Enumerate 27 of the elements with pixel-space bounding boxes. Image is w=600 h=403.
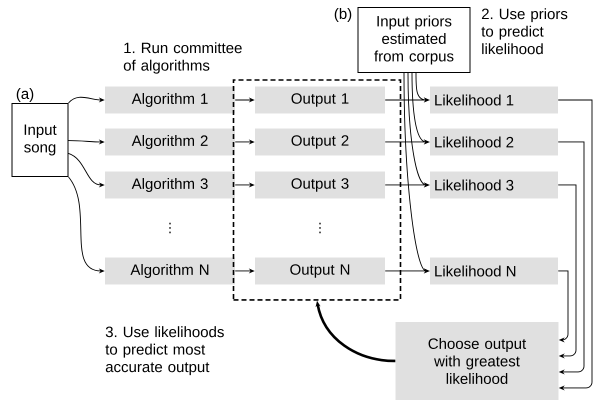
ellipsis: ⋮	[169, 222, 171, 234]
input-box: Input song	[12, 103, 68, 177]
process-box: Likelihood N	[430, 257, 558, 284]
process-box: Algorithm N	[105, 257, 235, 284]
ellipsis: ⋮	[319, 222, 321, 234]
process-box: Choose output with greatest likelihood	[396, 322, 558, 400]
dashed-group-box	[232, 79, 402, 301]
process-box: Output 3	[255, 171, 385, 198]
arrow	[558, 100, 592, 391]
process-box: Algorithm 1	[105, 86, 235, 114]
process-box: Algorithm 2	[105, 128, 235, 156]
process-box: Output 2	[255, 128, 385, 156]
panel-letter: (b)	[334, 8, 352, 22]
panel-letter: (a)	[16, 88, 34, 102]
process-box: Likelihood 1	[430, 86, 558, 114]
step-note: 3. Use likelihoods to predict most accurate output	[105, 326, 224, 376]
arrow	[558, 270, 568, 343]
step-note: 1. Run committee of algorithms	[124, 42, 242, 74]
process-box: Likelihood 2	[430, 128, 558, 156]
process-box: Output N	[255, 257, 385, 284]
step-note: 2. Use priors to predict likelihood	[481, 8, 568, 54]
process-box: Likelihood 3	[430, 171, 558, 198]
process-box: Output 1	[255, 86, 385, 114]
arrow	[558, 142, 584, 375]
arrow	[558, 184, 576, 359]
process-box: Algorithm 3	[105, 171, 235, 198]
input-box: Input priors estimated from corpus	[358, 7, 470, 73]
